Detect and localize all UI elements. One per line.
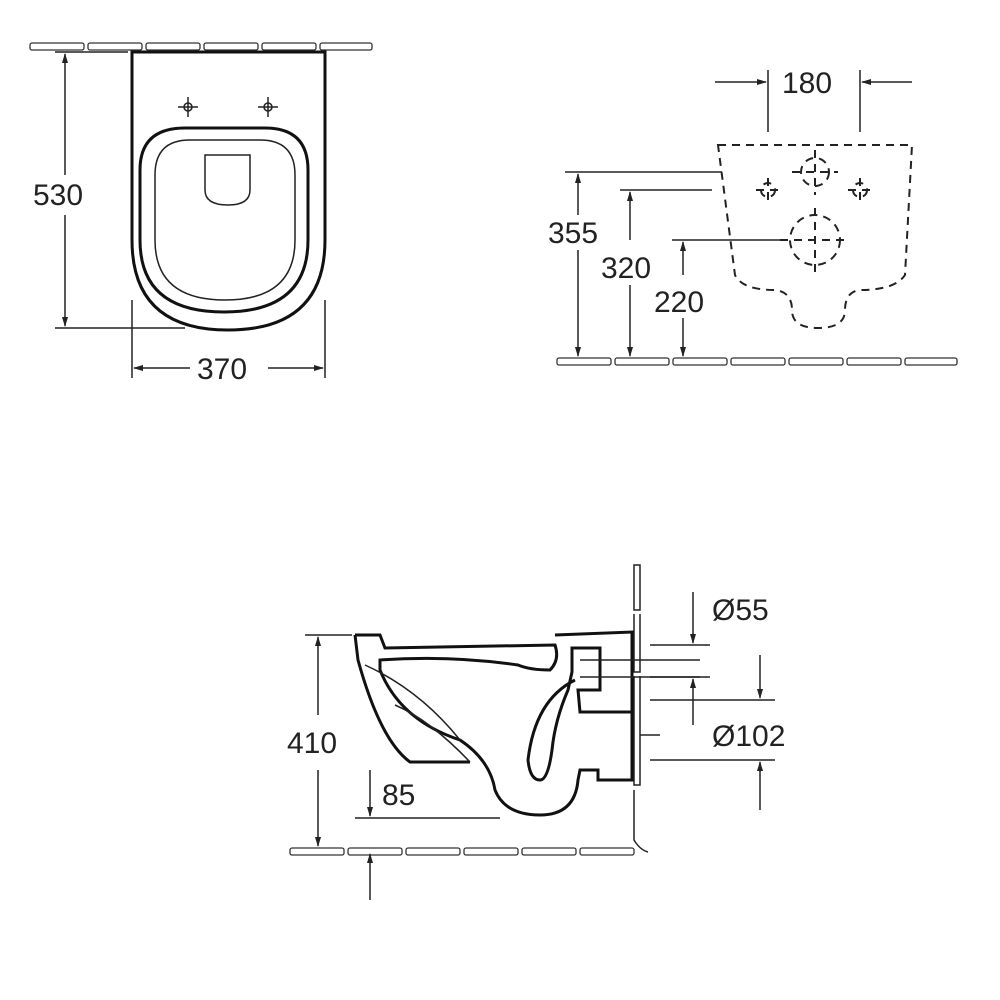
side-view: 410 85 Ø55 Ø102 [287, 564, 785, 900]
dimension-label-355: 355 [548, 217, 598, 250]
wall-tiles-top [29, 42, 373, 51]
dimension-180: 180 [715, 67, 912, 132]
dimension-label-530: 530 [33, 179, 83, 212]
dimension-530: 530 [33, 51, 185, 329]
dimension-diameter-55: Ø55 [650, 592, 769, 725]
fixing-hole-icon [756, 178, 872, 202]
dimension-220: 220 [654, 239, 780, 357]
dimension-label-diameter-55: Ø55 [712, 594, 769, 627]
dimension-label-370: 370 [197, 353, 247, 386]
mounting-outline [716, 144, 914, 330]
dimension-label-410: 410 [287, 727, 337, 760]
seat-outline [138, 126, 310, 314]
floor-tiles-side [289, 847, 635, 856]
dimension-320: 320 [601, 189, 712, 357]
dimension-diameter-102: Ø102 [650, 655, 785, 810]
dimension-410: 410 [287, 634, 352, 847]
dimension-label-320: 320 [601, 252, 651, 285]
wall-side [633, 564, 649, 853]
dimension-85: 85 [355, 770, 500, 900]
bowl-outline [130, 50, 327, 332]
seat-inner [154, 139, 296, 301]
fixing-hole-icon [178, 97, 278, 117]
dimension-label-85: 85 [382, 779, 415, 812]
top-view: 530 370 [29, 42, 373, 386]
lid-recess [204, 154, 251, 206]
dimension-355: 355 [548, 171, 722, 357]
bowl-profile [355, 633, 634, 817]
floor-tiles-rear [556, 357, 958, 366]
rear-view: 180 355 320 220 [548, 67, 958, 366]
dimension-label-220: 220 [654, 286, 704, 319]
dimension-label-diameter-102: Ø102 [712, 720, 785, 753]
dimension-370: 370 [131, 300, 326, 386]
dimension-label-180: 180 [782, 67, 832, 100]
